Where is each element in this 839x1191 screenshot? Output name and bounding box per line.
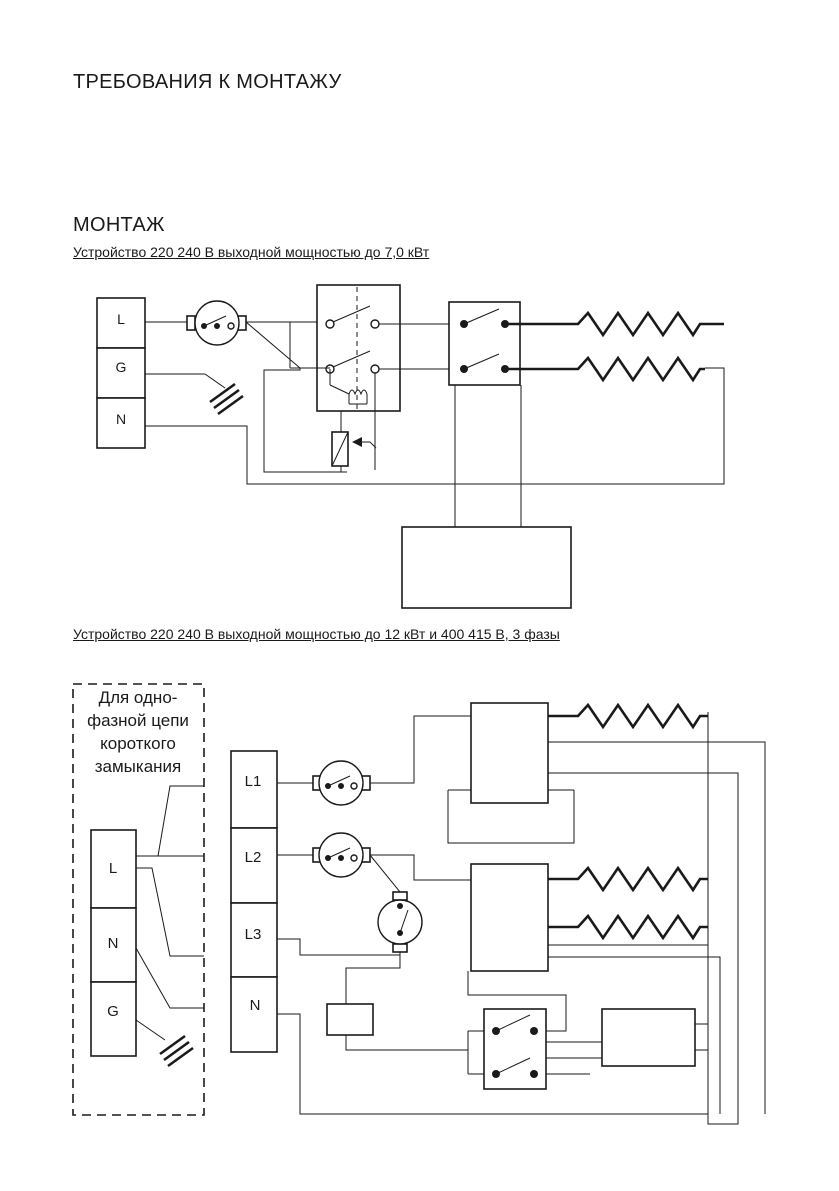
thermal-switch-vertical-icon <box>377 891 423 953</box>
sp-terminal-l: L <box>109 860 117 877</box>
heater-element-5 <box>548 913 708 941</box>
control-panel-box <box>401 526 572 609</box>
terminal-l3: L3 <box>245 926 262 943</box>
terminal-l1: L1 <box>245 773 262 790</box>
heater-element-1 <box>505 310 724 338</box>
note-line-2: фазной цепи <box>87 711 189 730</box>
section-title-installation: МОНТАЖ <box>73 214 165 236</box>
note-line-3: короткого <box>100 734 176 753</box>
sensor-arrow-icon <box>352 437 377 449</box>
thermal-cutout-l2-icon <box>312 832 371 878</box>
contactor-bottom <box>470 863 549 972</box>
earth-ground-icon <box>209 382 244 416</box>
diagram1: L G N <box>96 284 725 609</box>
relay-coil <box>326 1003 374 1036</box>
supply-terminal-block: L1 L2 L3 N <box>230 750 278 1053</box>
terminal-n: N <box>116 411 126 427</box>
terminal-l2: L2 <box>245 849 262 866</box>
heater-element-3 <box>548 702 708 730</box>
note-line-4: замыкания <box>95 757 182 776</box>
page-title-requirements: ТРЕБОВАНИЯ К МОНТАЖУ <box>73 71 342 93</box>
diagram1-caption: Устройство 220 240 В выходной мощностью … <box>73 244 430 260</box>
heater-element-4 <box>548 865 708 893</box>
diagram2-caption: Устройство 220 240 В выходной мощностью … <box>73 626 560 642</box>
terminal-g: G <box>116 359 127 375</box>
diagram1-terminal-block: L G N <box>96 297 146 449</box>
contactor-top <box>470 702 549 804</box>
contactor <box>448 301 521 386</box>
relay-contacts <box>483 1008 547 1090</box>
terminal-l: L <box>117 311 125 327</box>
control-panel-box-2 <box>601 1008 696 1067</box>
diagram2: Для одно- фазной цепи короткого замыкани… <box>72 683 766 1125</box>
controller-box <box>316 284 401 412</box>
sp-terminal-g: G <box>107 1003 119 1020</box>
heater-element-2 <box>505 355 705 383</box>
thermal-cutout-l1-icon <box>312 760 371 806</box>
note-line-1: Для одно- <box>99 688 178 707</box>
single-phase-terminal-block: L N G <box>90 829 137 1057</box>
single-phase-region <box>72 683 205 1116</box>
earth-ground-icon-2 <box>159 1034 194 1068</box>
terminal-n2: N <box>250 997 261 1014</box>
sp-terminal-n: N <box>108 935 119 952</box>
thermal-cutout-icon <box>186 300 247 346</box>
